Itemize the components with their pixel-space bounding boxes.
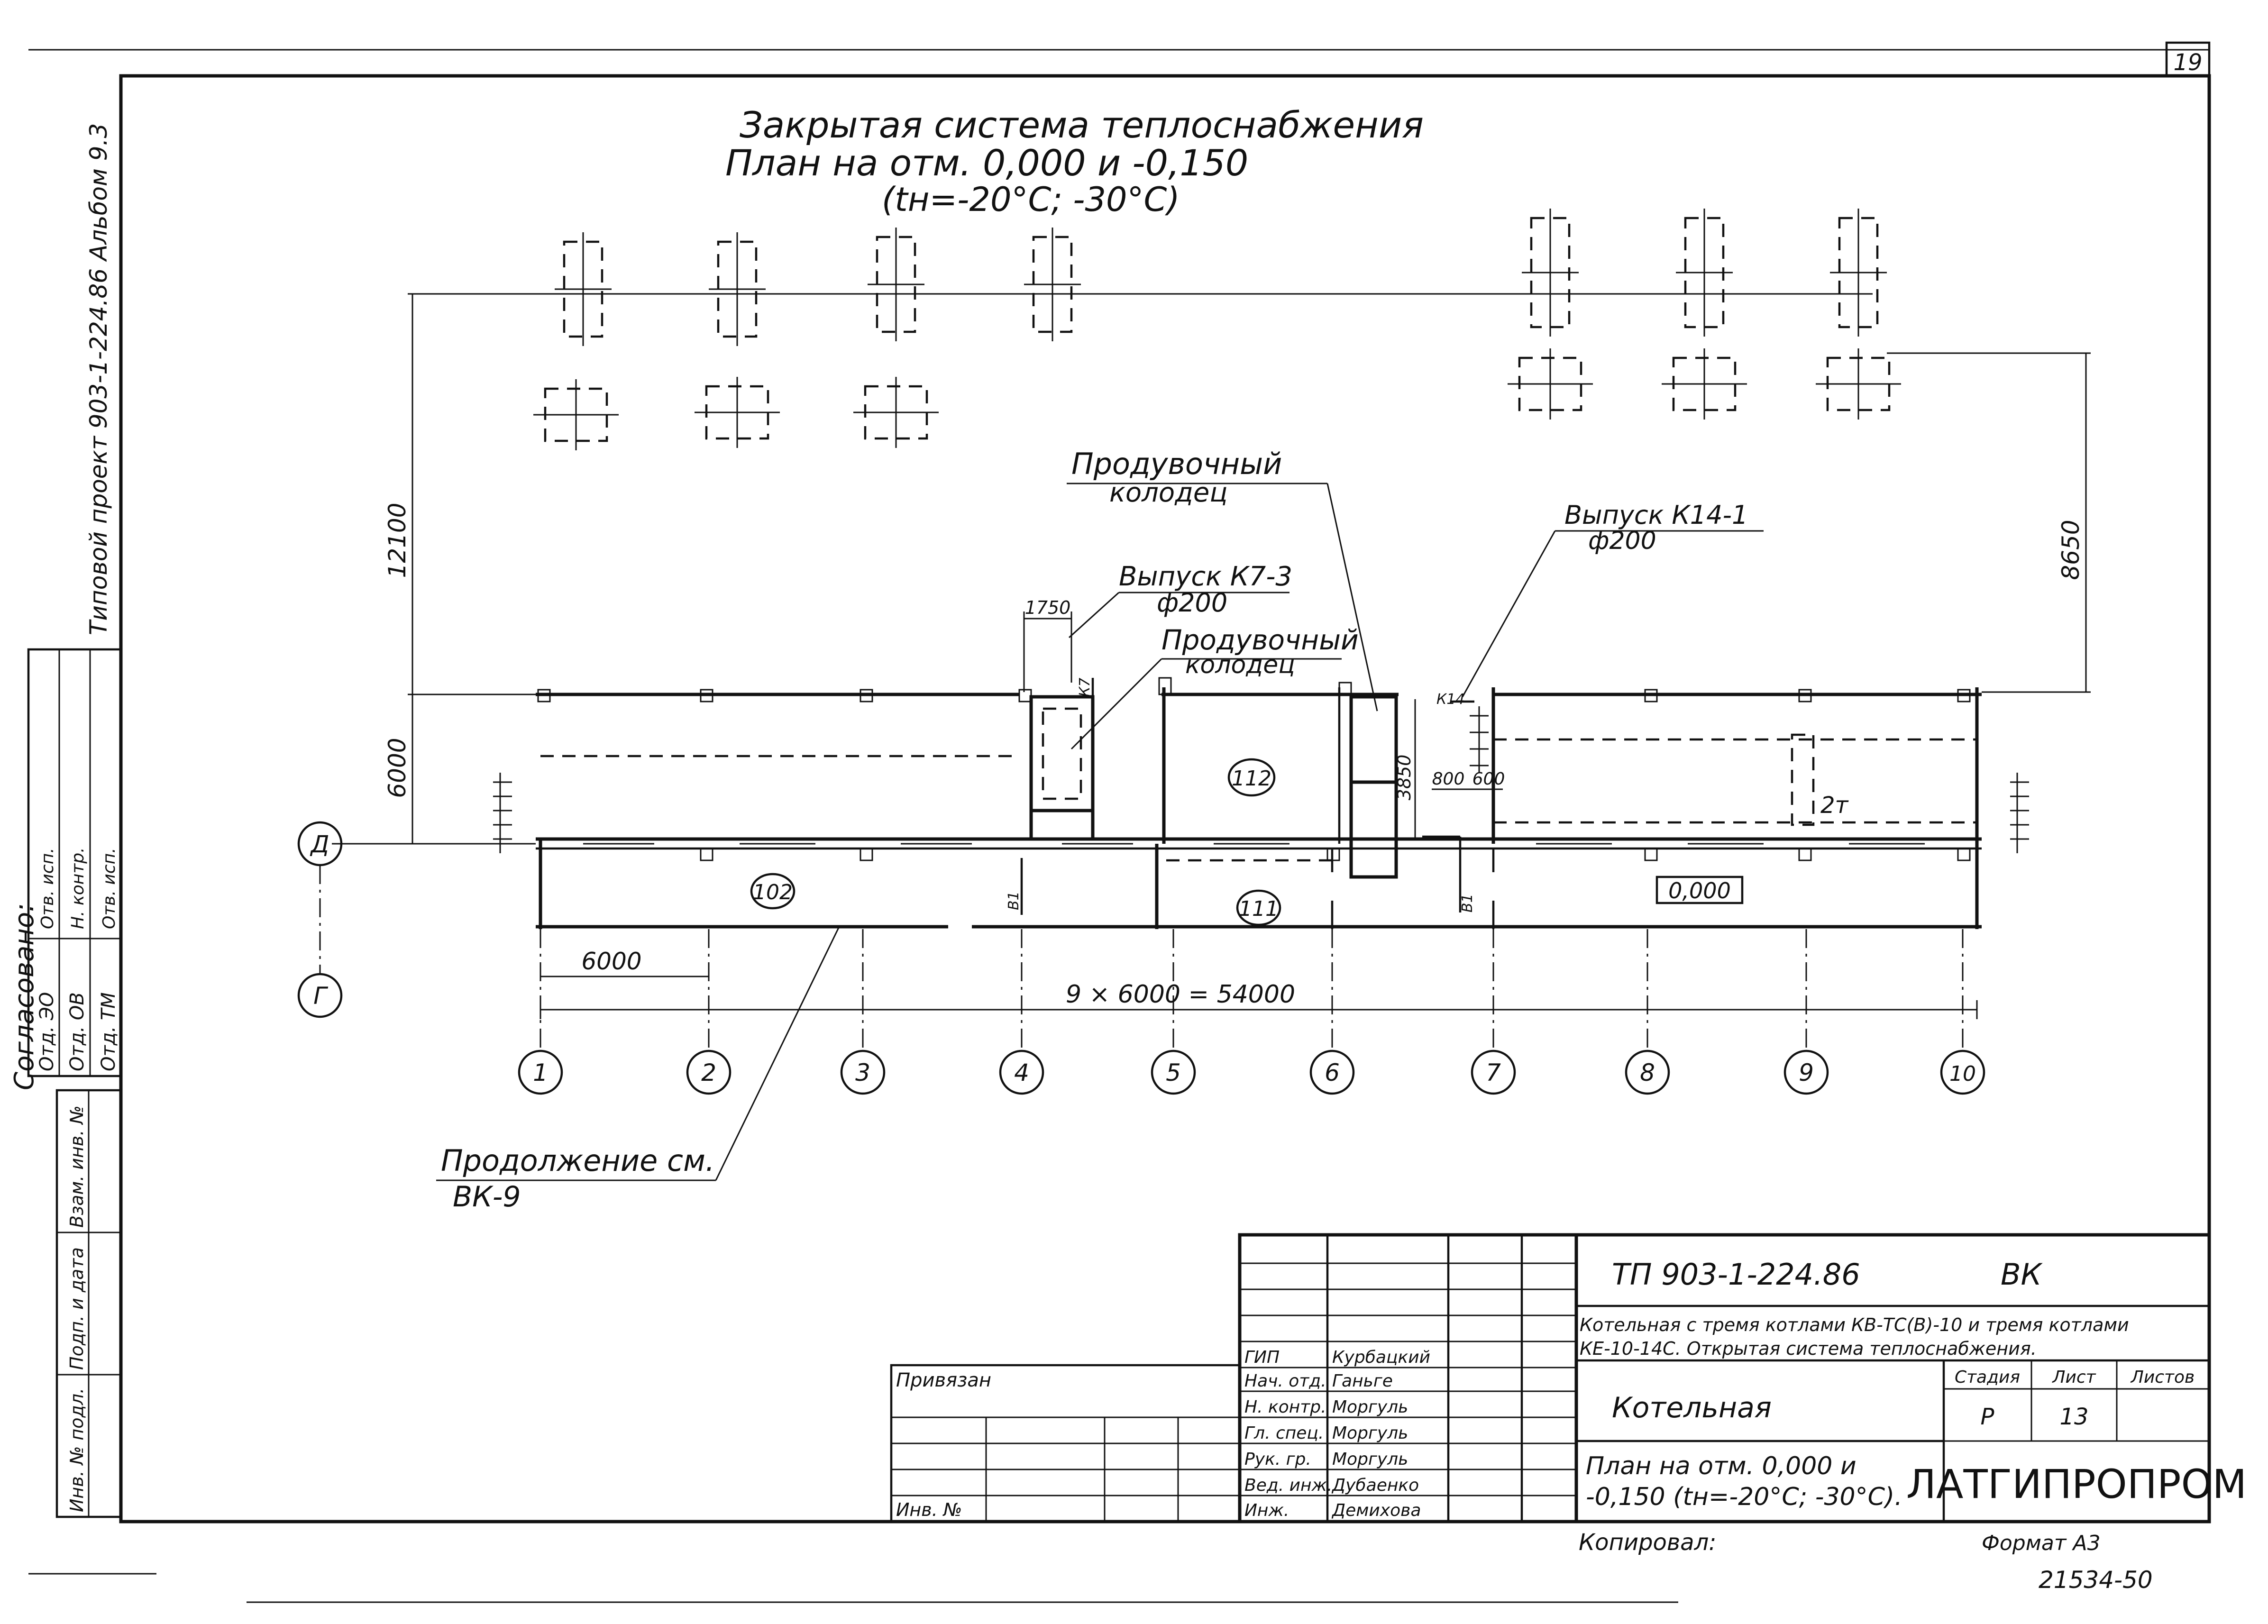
dim-800: 800 [1432, 769, 1465, 789]
title-line-1: Закрытая система теплоснабжения [740, 104, 1424, 146]
title-block: ГИП Нач. отд. Н. контр. Гл. спец. Рук. г… [890, 1233, 2247, 1524]
org-name: ЛАТГИПРОПРОМ [1906, 1461, 2247, 1507]
continuation-label: Продолжение см. [441, 1143, 715, 1178]
axis-col-3: 3 [855, 1059, 870, 1086]
foundations [533, 209, 1901, 450]
approval-role-1: Отв. исп. [38, 848, 57, 929]
approval-dept-3: Отд. ТМ [98, 992, 119, 1071]
dim-6000-h: 6000 [581, 948, 641, 975]
axis-col-1: 1 [533, 1059, 548, 1086]
outlet-k14: Выпуск К14-1 [1564, 500, 1748, 530]
blowdown-well-mid-2: колодец [1185, 651, 1295, 679]
sheet-title-2: -0,150 (tн=-20°С; -30°С). [1586, 1483, 1902, 1511]
side-agreed-text: Согласовано: [9, 903, 40, 1090]
b1-tag-a: В1 [1006, 891, 1022, 910]
side-margin: Типовой проект 903-1-224.86 Альбом 9.3 С… [9, 123, 122, 1518]
title-line-3: (tн=-20°С; -30°С) [882, 180, 1180, 219]
building-plan: 2т 0,000 К7 К14 В1 В1 [493, 677, 2029, 929]
blowdown-well-top: Продувочный [1071, 447, 1282, 481]
copied-label: Копировал: [1579, 1529, 1716, 1556]
outlet-k7: Выпуск К7-3 [1119, 561, 1292, 592]
room-102: 102 [753, 880, 793, 904]
k14-tag: К14 [1436, 691, 1464, 708]
sheet-value: 13 [2059, 1404, 2088, 1430]
signer-role-7: Инж. [1244, 1501, 1289, 1520]
grid-axes: 1 2 3 4 5 6 7 8 9 10 Д Г [297, 821, 1985, 1095]
page-number: 19 [2173, 49, 2202, 76]
stamp-replace-inv: Взам. инв. № [66, 1105, 87, 1228]
signer-name-3: Моргуль [1332, 1397, 1408, 1417]
dim-span-total: 9 × 6000 = 54000 [1066, 980, 1295, 1009]
sheets-label: Листов [2130, 1368, 2195, 1387]
signer-role-4: Гл. спец. [1244, 1423, 1324, 1443]
axis-col-5: 5 [1166, 1059, 1181, 1086]
signer-role-5: Рук. гр. [1244, 1450, 1311, 1469]
dimensions: 12100 6000 8650 1750 3850 800 600 6000 9… [332, 293, 2091, 1019]
dim-8650: 8650 [2057, 520, 2085, 580]
signer-name-1: Курбацкий [1332, 1348, 1430, 1367]
axis-col-10: 10 [1949, 1062, 1976, 1086]
signer-role-3: Н. контр. [1244, 1397, 1326, 1417]
signer-name-6: Дубаенко [1331, 1476, 1419, 1495]
crane-label: 2т [1820, 792, 1849, 819]
approval-dept-2: Отд. ОВ [66, 992, 88, 1071]
dim-3850: 3850 [1394, 755, 1415, 801]
signer-role-6: Вед. инж. [1244, 1476, 1332, 1495]
stage-label: Стадия [1955, 1368, 2020, 1387]
title-line-2: План на отм. 0,000 и -0,150 [725, 142, 1248, 184]
dim-600: 600 [1472, 769, 1505, 789]
blowdown-well-mid: Продувочный [1161, 624, 1359, 656]
approval-role-2: Н. контр. [68, 847, 88, 929]
sheet-label: Лист [2051, 1368, 2096, 1387]
room-111: 111 [1239, 897, 1279, 921]
approval-role-3: Отв. исп. [100, 848, 119, 929]
doc-mark: ВК [2001, 1257, 2043, 1292]
order-number: 21534-50 [2039, 1566, 2153, 1594]
description-2: КЕ-10-14С. Открытая система теплоснабжен… [1580, 1338, 2037, 1359]
signer-name-4: Моргуль [1332, 1423, 1408, 1443]
building-name: Котельная [1612, 1391, 1772, 1424]
signer-name-5: Моргуль [1332, 1450, 1408, 1469]
stage-value: Р [1981, 1404, 1994, 1430]
doc-code: ТП 903-1-224.86 [1612, 1257, 1860, 1292]
b1-tag-b: В1 [1459, 894, 1476, 912]
footer-notes: Копировал: Формат А3 21534-50 [1579, 1529, 2153, 1594]
dim-12100: 12100 [384, 502, 411, 578]
format-label: Формат А3 [1982, 1531, 2101, 1555]
description-1: Котельная с тремя котлами КВ-ТС(В)-10 и … [1580, 1314, 2129, 1335]
approval-dept-1: Отд. ЭО [36, 992, 58, 1071]
axis-col-6: 6 [1325, 1059, 1340, 1086]
side-project-text: Типовой проект 903-1-224.86 Альбом 9.3 [85, 123, 112, 635]
k7-tag: К7 [1077, 678, 1093, 697]
signer-name-2: Ганьге [1332, 1371, 1393, 1391]
signer-name-7: Демихова [1331, 1501, 1421, 1520]
axis-col-9: 9 [1799, 1059, 1814, 1086]
axis-col-7: 7 [1486, 1059, 1501, 1086]
axis-row-D: Д [310, 830, 329, 858]
stair-right [2010, 773, 2029, 853]
axis-row-G: Г [313, 982, 329, 1010]
stair-mid [1470, 706, 1489, 773]
blowdown-well-top-2: колодец [1109, 477, 1227, 508]
callouts: Продувочный колодец Выпуск К7-3 ф200 Про… [436, 447, 1764, 1213]
dim-1750: 1750 [1025, 597, 1071, 618]
signer-role-2: Нач. отд. [1244, 1371, 1326, 1391]
signer-role-1: ГИП [1244, 1348, 1280, 1367]
stamp-inv-orig: Инв. № подл. [66, 1388, 87, 1512]
elevation-label: 0,000 [1668, 878, 1731, 903]
drawing-title: Закрытая система теплоснабжения План на … [725, 104, 1424, 219]
room-112: 112 [1232, 766, 1271, 791]
sheet-frame: 19 [28, 41, 2211, 1603]
stair-left [493, 773, 512, 853]
axis-col-4: 4 [1014, 1059, 1029, 1086]
axis-col-8: 8 [1640, 1059, 1655, 1086]
dim-6000-v: 6000 [384, 738, 411, 798]
stamp-sign-date: Подп. и дата [66, 1247, 87, 1370]
bound-label: Привязан [896, 1369, 991, 1391]
sheet-title-1: План на отм. 0,000 и [1586, 1452, 1856, 1480]
continuation-ref: ВК-9 [453, 1180, 521, 1213]
axis-col-2: 2 [701, 1059, 716, 1086]
inv-label: Инв. № [896, 1499, 962, 1520]
